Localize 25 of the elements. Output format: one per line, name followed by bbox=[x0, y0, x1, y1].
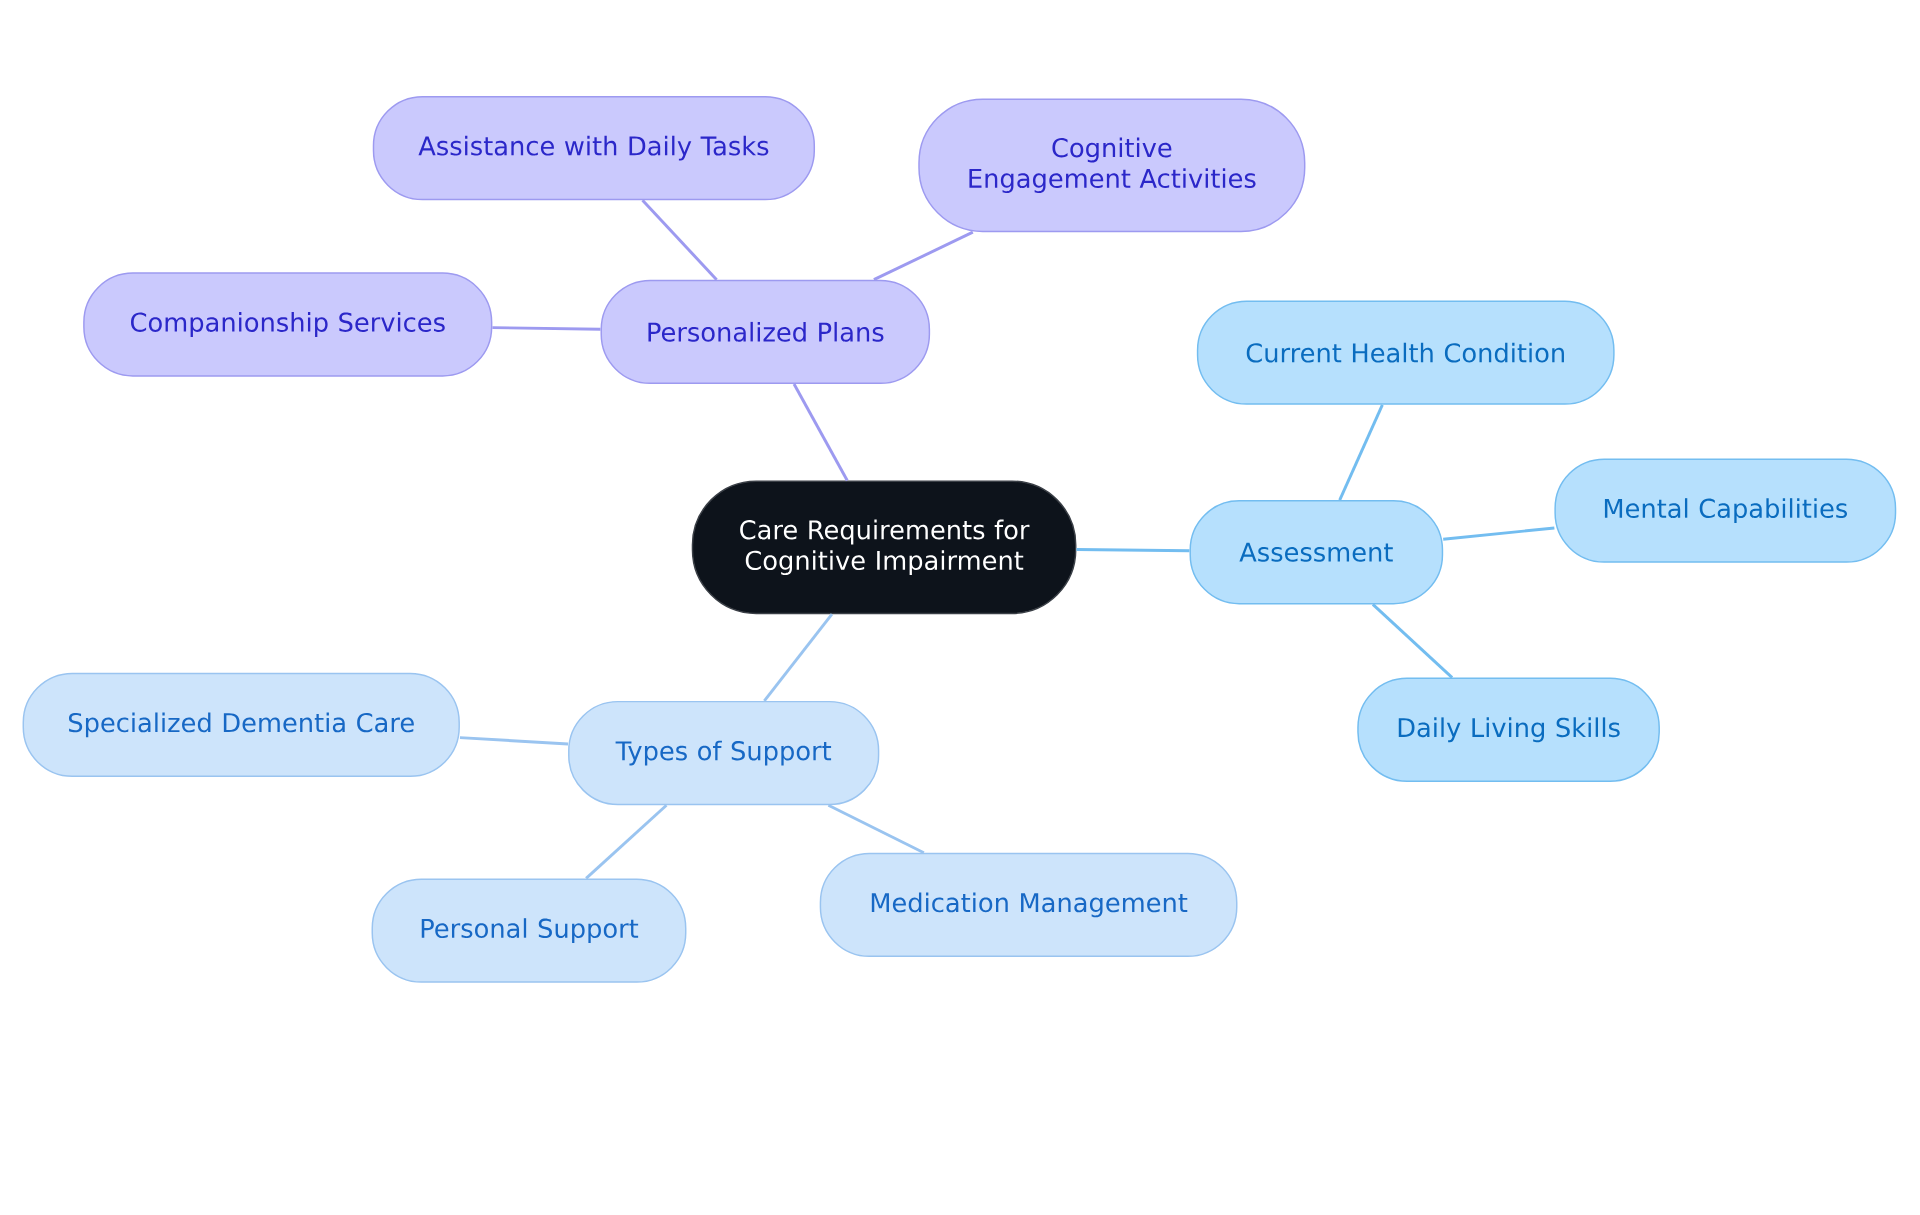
connector-line bbox=[1371, 603, 1454, 679]
connector-line bbox=[459, 736, 569, 746]
connector-line bbox=[641, 199, 718, 281]
topic-box: Companionship Services bbox=[83, 272, 493, 377]
connector-line bbox=[763, 613, 834, 702]
connector-line bbox=[792, 383, 849, 482]
topic-box: Personalized Plans bbox=[600, 279, 931, 385]
topic-box: Personal Support bbox=[371, 878, 687, 983]
connector-line bbox=[827, 804, 925, 855]
topic-box: Current Health Condition bbox=[1196, 300, 1615, 405]
topic-box: Types of Support bbox=[568, 701, 880, 806]
topic-box: Mental Capabilities bbox=[1554, 458, 1897, 563]
topic-box: Assessment bbox=[1189, 500, 1444, 605]
connector-line bbox=[873, 231, 974, 282]
connector-line bbox=[492, 326, 601, 331]
topic-box: Assistance with Daily Tasks bbox=[372, 96, 816, 201]
topic-box: Specialized Dementia Care bbox=[22, 672, 460, 778]
topic-box: Cognitive Engagement Activities bbox=[918, 98, 1306, 233]
connector-line bbox=[1076, 548, 1190, 553]
topic-box: Medication Management bbox=[819, 852, 1238, 958]
topic-box: Care Requirements for Cognitive Impairment bbox=[691, 480, 1077, 615]
connector-line bbox=[585, 804, 668, 880]
topic-box: Daily Living Skills bbox=[1357, 677, 1660, 783]
connector-line bbox=[1443, 526, 1555, 541]
connector-line bbox=[1338, 404, 1384, 501]
